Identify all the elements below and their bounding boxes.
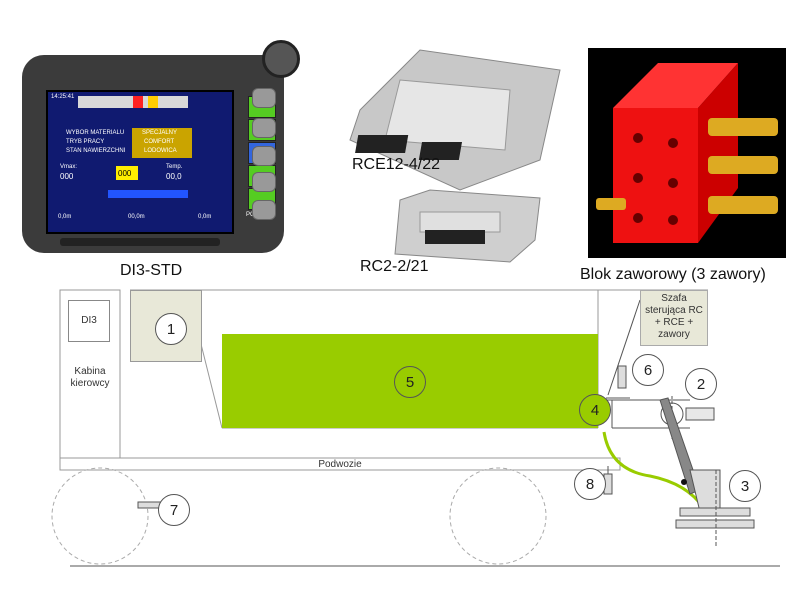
caption-rc: RC2-2/21 — [360, 258, 429, 275]
menu-item: STAN NAWIERZCHNI — [66, 148, 126, 154]
warning-icon — [133, 96, 143, 108]
marker-2: 2 — [685, 368, 717, 400]
fitting — [596, 198, 626, 210]
temp-value: 00,0 — [166, 172, 182, 181]
menu-panel: WYBOR MATERIALU TRYB PRACY STAN NAWIERZC… — [62, 128, 192, 158]
menu-value: SPECJALNY — [142, 130, 178, 136]
center-value-box — [116, 166, 138, 180]
hydraulic-hose — [602, 431, 708, 513]
hardware-button[interactable] — [252, 118, 276, 138]
hardware-button[interactable] — [252, 172, 276, 192]
warning-icon — [148, 96, 158, 108]
menu-item: TRYB PRACY — [66, 139, 105, 145]
marker-8: 8 — [574, 468, 606, 500]
marker-6: 6 — [632, 354, 664, 386]
control-cabinet-label: Szafa sterująca RC + RCE + zawory — [640, 290, 708, 346]
marker-3: 3 — [729, 470, 761, 502]
marker-5: 5 — [394, 366, 426, 398]
front-wheel — [51, 467, 149, 565]
center-value: 000 — [118, 169, 132, 178]
menu-item: WYBOR MATERIALU — [66, 130, 125, 136]
component-1-box — [130, 290, 202, 362]
spread-bar — [108, 190, 188, 198]
rc-controller-image — [394, 189, 541, 263]
hardware-button[interactable] — [252, 88, 276, 108]
menu-value-bg — [132, 128, 192, 158]
controller-images — [349, 49, 561, 263]
cabinet-leader — [607, 299, 641, 396]
marker-7: 7 — [158, 494, 190, 526]
readout: 00,0m — [128, 214, 145, 220]
chassis-label: Podwozie — [318, 459, 362, 470]
di3-label: DI3 — [81, 315, 97, 326]
hardware-button[interactable] — [252, 146, 276, 166]
caption-display: DI3-STD — [120, 262, 183, 279]
screen-time: 14:25:41 — [51, 94, 75, 100]
device-base-slot — [60, 238, 220, 246]
readout: 0,0m — [198, 214, 212, 220]
device-knob — [262, 40, 300, 78]
marker-1: 1 — [155, 313, 187, 345]
marker-4: 4 — [579, 394, 611, 426]
rce-controller-image — [349, 49, 561, 191]
caption-rce: RCE12-4/22 — [352, 156, 441, 173]
di3-box: DI3 — [68, 300, 110, 342]
spinner-disc — [679, 507, 751, 517]
vmax-value: 000 — [60, 172, 74, 181]
valve-block-image — [596, 63, 778, 243]
sensor-6 — [617, 365, 627, 389]
sensor-2 — [685, 407, 715, 421]
readout: 0,0m — [58, 214, 72, 220]
caption-valve-block: Blok zaworowy (3 zawory) — [580, 266, 766, 283]
vmax-label: Vmax: — [60, 164, 78, 170]
solenoid-valve — [708, 118, 778, 214]
hardware-button[interactable] — [252, 200, 276, 220]
temp-label: Temp. — [166, 164, 183, 170]
valve-block-photo — [588, 48, 786, 258]
menu-value: COMFORT — [144, 139, 175, 145]
body-slope-line — [199, 339, 223, 429]
menu-value: LODOWICA — [144, 148, 177, 154]
rear-wheel — [449, 467, 547, 565]
cab-label: Kabina kierowcy — [70, 366, 110, 389]
